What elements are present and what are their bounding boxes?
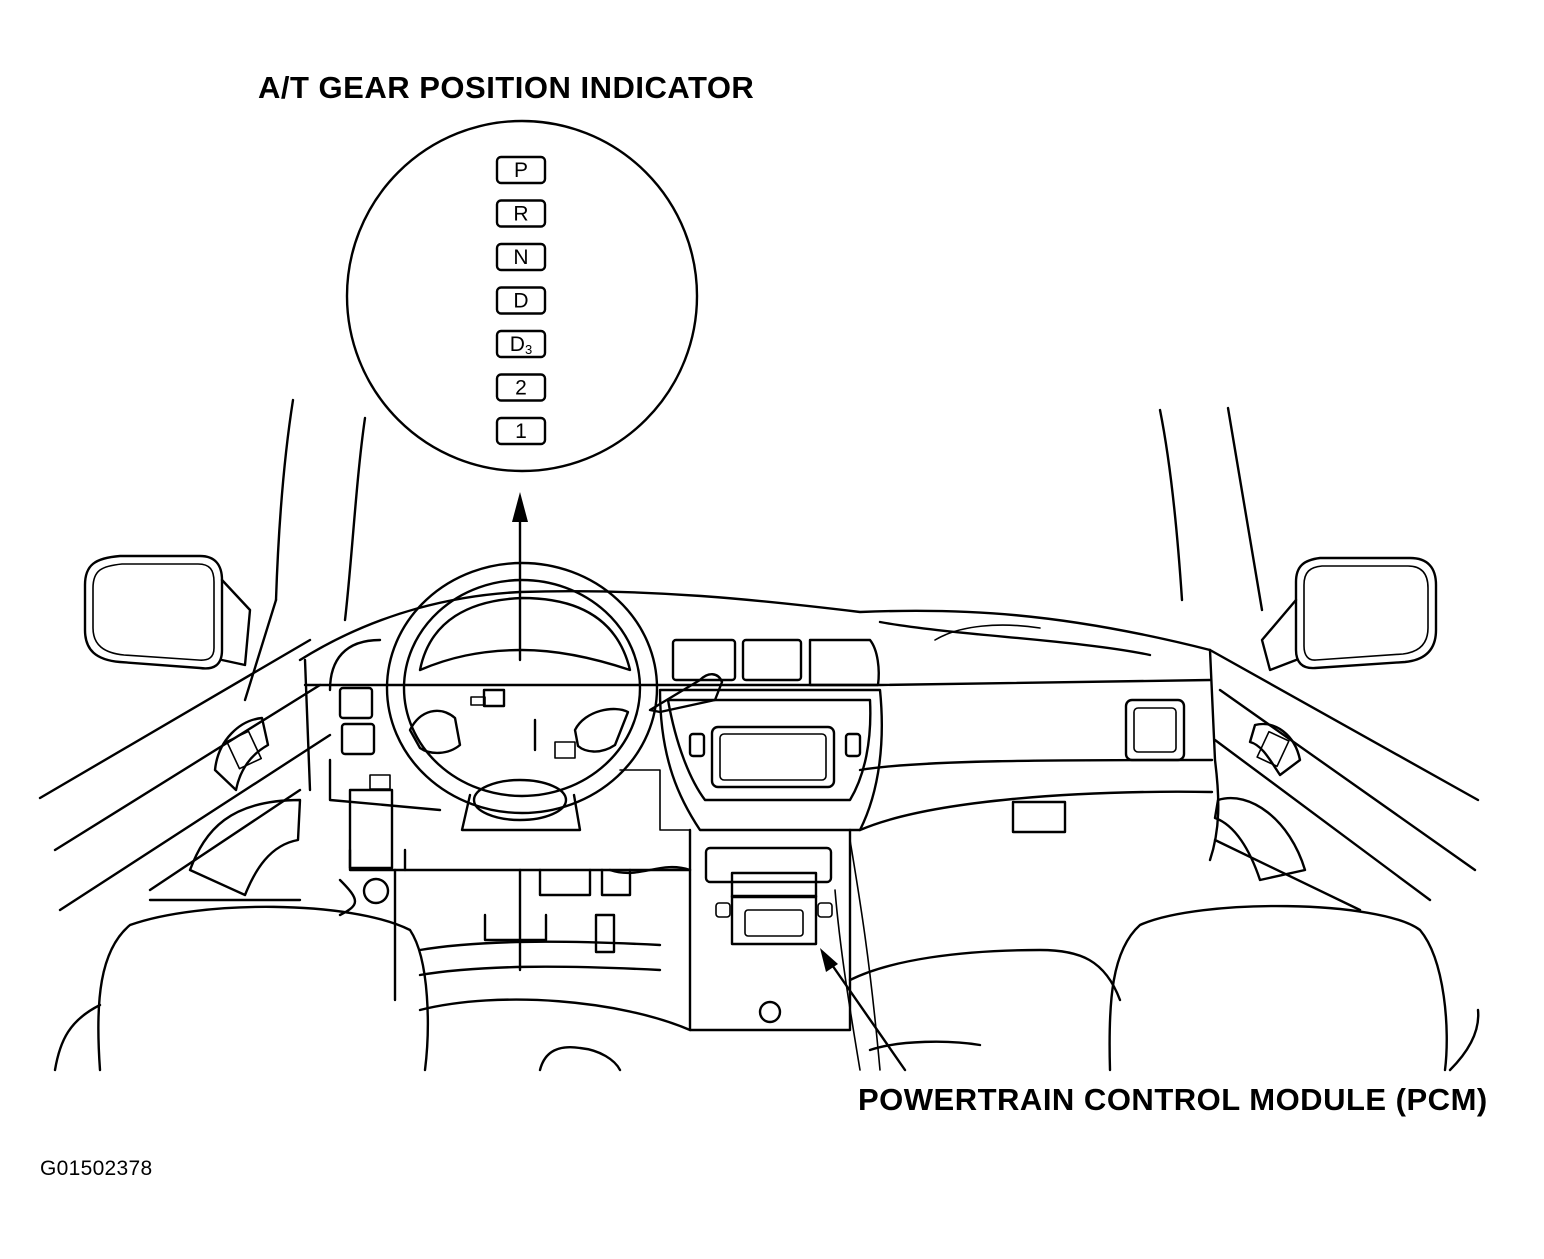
magnifier-circle bbox=[345, 119, 699, 473]
gear-position-1: 1 bbox=[495, 416, 547, 446]
gear-box bbox=[495, 329, 547, 359]
gear-label: 2 bbox=[515, 377, 527, 400]
floor-lines bbox=[148, 868, 692, 977]
gear-box bbox=[495, 155, 547, 185]
gear-label: P bbox=[514, 159, 528, 182]
dashboard-outline bbox=[298, 590, 1220, 862]
right-seat bbox=[834, 839, 1480, 1072]
pcm-label: POWERTRAIN CONTROL MODULE (PCM) bbox=[858, 1082, 1488, 1117]
gear-position-p: P bbox=[495, 155, 547, 185]
gear-label: N bbox=[513, 246, 528, 269]
glovebox bbox=[1011, 698, 1186, 834]
left-dash-controls bbox=[328, 638, 442, 870]
gear-position-d3: D3 bbox=[495, 329, 547, 359]
gear-box bbox=[495, 199, 547, 228]
indicator-arrow bbox=[512, 492, 528, 662]
gear-position-r: R bbox=[495, 199, 547, 228]
a-pillars bbox=[243, 398, 1264, 702]
gear-position-n: N bbox=[495, 242, 547, 272]
figure-id: G01502378 bbox=[40, 1157, 153, 1180]
gear-label: D3 bbox=[510, 333, 532, 357]
gear-box bbox=[495, 416, 547, 446]
pcm-arrow bbox=[820, 948, 907, 1072]
gear-box bbox=[495, 242, 547, 272]
center-stack bbox=[658, 638, 884, 1032]
left-seat bbox=[53, 905, 692, 1072]
right-door-handle bbox=[1213, 722, 1307, 882]
right-mirror bbox=[1260, 556, 1438, 672]
gear-box bbox=[495, 286, 547, 315]
right-door-lines bbox=[1208, 648, 1480, 912]
gear-box bbox=[495, 373, 547, 402]
gear-label: R bbox=[513, 203, 528, 226]
steering-wheel bbox=[385, 561, 659, 832]
gear-label: D bbox=[513, 290, 528, 313]
left-door-lines bbox=[38, 638, 332, 912]
left-mirror bbox=[83, 554, 252, 670]
gear-position-d: D bbox=[495, 286, 547, 315]
gear-indicator-label: A/T GEAR POSITION INDICATOR bbox=[258, 70, 755, 105]
gear-label: 1 bbox=[515, 420, 527, 443]
gear-position-2: 2 bbox=[495, 373, 547, 402]
left-door-handle bbox=[188, 716, 302, 897]
pcm-module bbox=[715, 894, 833, 1024]
